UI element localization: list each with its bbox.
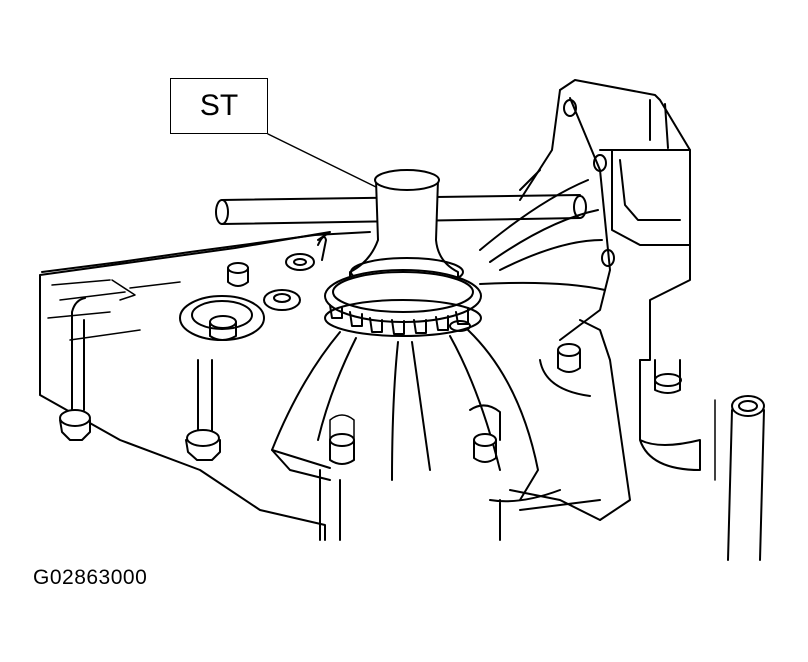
left-stud — [72, 298, 85, 410]
special-tool — [216, 170, 586, 291]
center-bolts — [330, 405, 500, 464]
callout-label-box: ST — [170, 78, 268, 134]
mounting-bracket — [480, 80, 690, 360]
pipe — [728, 396, 764, 560]
sensor-rotor — [325, 270, 481, 336]
case-ribs — [272, 330, 538, 500]
callout-label: ST — [199, 89, 239, 122]
callout-leader-line — [268, 134, 378, 188]
bottom-flange — [320, 470, 600, 540]
housing-top-flange — [42, 232, 370, 272]
figure-id: G02863000 — [33, 566, 148, 589]
